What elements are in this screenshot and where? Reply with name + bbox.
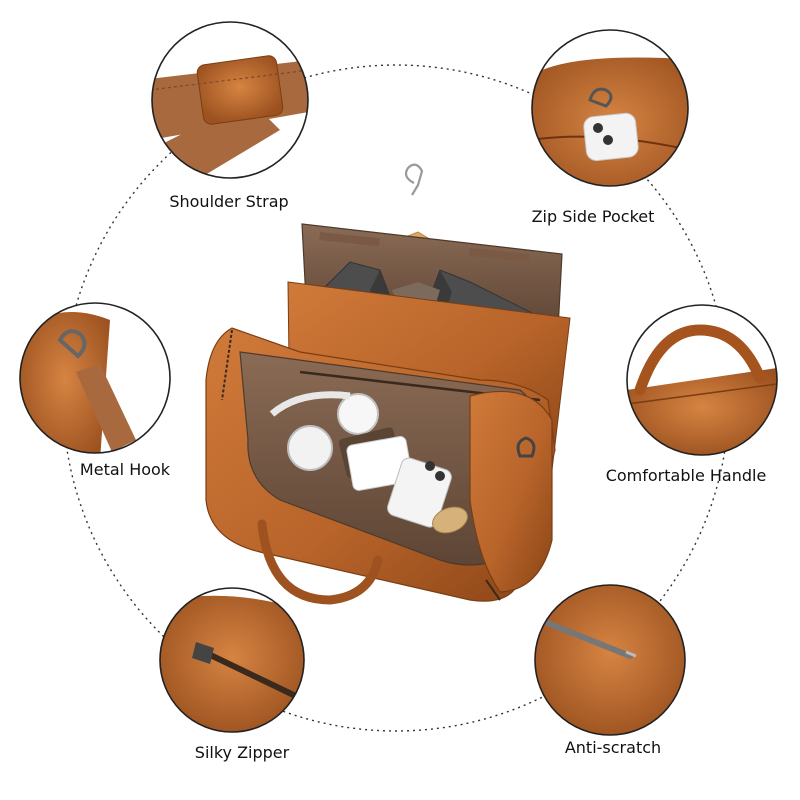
zip-side-pocket-label: Zip Side Pocket <box>531 207 655 226</box>
shoulder-strap-detail <box>152 22 308 178</box>
silky-zipper-label: Silky Zipper <box>194 743 290 762</box>
zip-side-pocket-detail <box>532 30 688 186</box>
comfortable-handle-circle <box>626 304 778 456</box>
metal-hook-circle <box>19 302 171 454</box>
shoulder-strap-label: Shoulder Strap <box>169 192 289 211</box>
anti-scratch-label: Anti-scratch <box>564 738 662 757</box>
silky-zipper-circle <box>159 587 305 733</box>
anti-scratch-circle <box>534 584 686 736</box>
silky-zipper-detail <box>160 588 304 732</box>
metal-hook-label: Metal Hook <box>79 460 171 479</box>
bag-image <box>205 163 571 605</box>
metal-hook-detail <box>20 303 170 453</box>
shoulder-strap-circle <box>151 21 309 179</box>
comfortable-handle-detail <box>627 305 777 455</box>
comfortable-handle-label: Comfortable Handle <box>605 466 767 485</box>
zip-side-pocket-circle <box>531 29 689 187</box>
anti-scratch-detail <box>535 585 685 735</box>
